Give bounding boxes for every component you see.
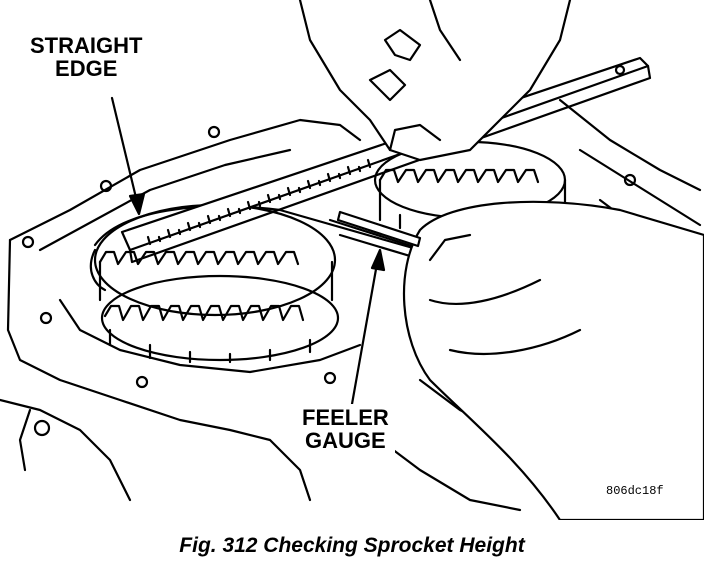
figure-caption: Fig. 312 Checking Sprocket Height [179, 534, 525, 557]
feeler-gauge-label: FEELER GAUGE [296, 404, 395, 455]
feeler-gauge-label-line1: FEELER [302, 405, 389, 430]
straight-edge-label: STRAIGHT EDGE [30, 34, 142, 80]
straight-edge [120, 56, 652, 264]
feeler-gauge [336, 210, 422, 248]
straight-edge-label-line1: STRAIGHT [30, 33, 143, 58]
lower-hand [402, 200, 704, 520]
feeler-gauge-leader [350, 248, 386, 406]
upper-hand [298, 0, 572, 162]
lower-sprocket [100, 274, 340, 364]
straight-edge-leader [110, 96, 146, 216]
figure-code: 806dc18f [604, 484, 666, 498]
sprocket-height-illustration [0, 0, 704, 520]
feeler-gauge-label-line2: GAUGE [305, 428, 386, 454]
straight-edge-label-line2: EDGE [55, 56, 118, 82]
